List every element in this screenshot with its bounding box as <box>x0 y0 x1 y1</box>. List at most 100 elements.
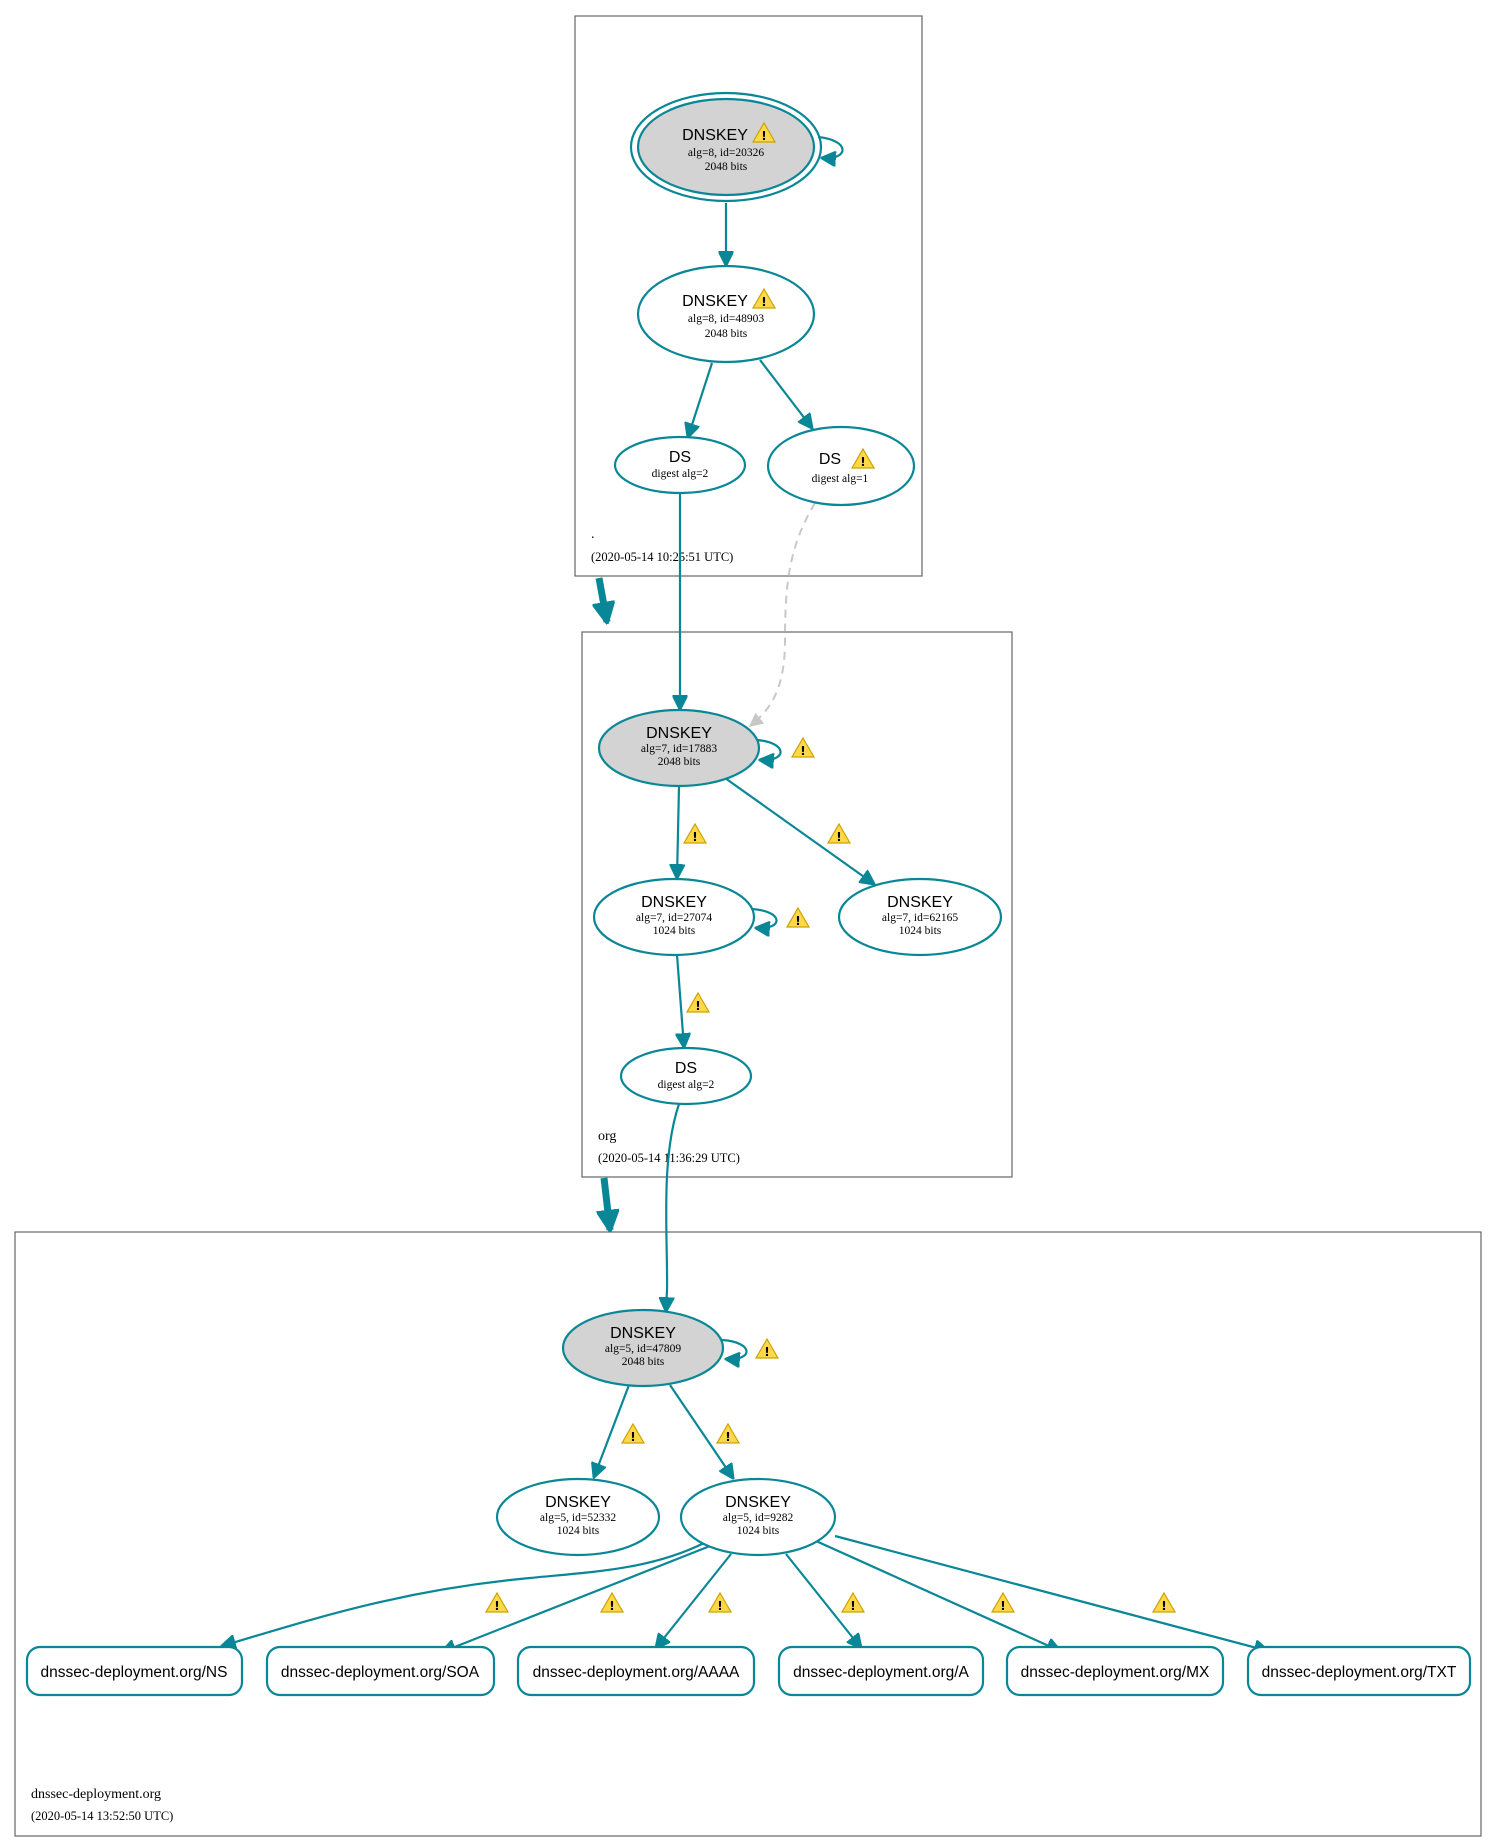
svg-text:!: ! <box>695 999 700 1013</box>
zone-name: . <box>591 527 595 542</box>
node-title: DNSKEY <box>682 127 748 144</box>
warning-icon: ! <box>1151 1591 1177 1613</box>
node-title: DNSKEY <box>545 1494 611 1511</box>
node-detail: alg=7, id=17883 <box>641 743 717 755</box>
edge-org-ds-to-dd-ksk <box>666 1103 681 1311</box>
warning-icon: ! <box>790 736 816 758</box>
node-detail: alg=7, id=62165 <box>882 912 958 924</box>
node-title: DNSKEY <box>646 725 712 742</box>
warning-icon: ! <box>599 1591 625 1613</box>
node-ellipse <box>636 97 816 197</box>
edge-dd-k2-to-a <box>785 1553 861 1648</box>
node-detail: alg=5, id=52332 <box>540 1512 616 1524</box>
root-ksk-node: DNSKEY alg=8, id=20326 2048 bits <box>629 91 823 203</box>
rrset-mx: dnssec-deployment.org/MX <box>1005 1645 1225 1697</box>
node-detail: digest alg=1 <box>812 473 869 485</box>
edge-root-zsk-to-ds2 <box>688 362 714 437</box>
edges <box>222 203 1268 1652</box>
node-title: DS <box>669 449 691 466</box>
rrset-box <box>1246 1645 1472 1697</box>
zone-root: . (2020-05-14 10:25:51 UTC) <box>574 15 923 577</box>
rrset-txt: dnssec-deployment.org/TXT <box>1246 1645 1472 1697</box>
node-title: DNSKEY <box>610 1325 676 1342</box>
node-title: DNSKEY <box>725 1494 791 1511</box>
svg-text:!: ! <box>725 1430 730 1444</box>
node-ellipse <box>679 1477 837 1557</box>
rrset-label: dnssec-deployment.org/A <box>793 1664 969 1681</box>
zone-box <box>14 1231 1482 1837</box>
warnings: ! ! ! ! ! ! ! ! ! ! ! ! ! ! ! ! ! <box>484 121 1177 1613</box>
warning-icon: ! <box>751 287 777 309</box>
rrset-ns: dnssec-deployment.org/NS <box>25 1645 244 1697</box>
rrset-soa: dnssec-deployment.org/SOA <box>265 1645 496 1697</box>
node-ellipse <box>597 708 761 788</box>
node-ellipse <box>766 425 916 507</box>
node-ellipse <box>837 877 1003 957</box>
delegation-arrow <box>604 1177 610 1230</box>
node-title: DS <box>675 1060 697 1077</box>
warning-icon: ! <box>707 1591 733 1613</box>
svg-text:!: ! <box>609 1599 614 1613</box>
org-zsk2-node: DNSKEY alg=7, id=62165 1024 bits <box>837 877 1003 957</box>
node-detail: alg=8, id=48903 <box>688 313 764 325</box>
svg-text:!: ! <box>860 455 865 469</box>
svg-text:!: ! <box>692 830 697 844</box>
org-ksk-node: DNSKEY alg=7, id=17883 2048 bits <box>597 708 761 788</box>
rrset-box <box>516 1645 756 1697</box>
rrset-label: dnssec-deployment.org/SOA <box>281 1664 480 1681</box>
zone-name: org <box>598 1129 616 1144</box>
node-detail: alg=8, id=20326 <box>688 147 764 159</box>
dd-ksk-node: DNSKEY alg=5, id=47809 2048 bits <box>561 1308 725 1388</box>
warning-icon: ! <box>826 822 852 844</box>
edge-dd-k2-to-ns <box>222 1542 705 1646</box>
node-detail: 2048 bits <box>622 1356 665 1368</box>
zone-timestamp: (2020-05-14 13:52:50 UTC) <box>31 1809 173 1823</box>
edge-dd-ksk-to-k1 <box>594 1384 631 1477</box>
edge-dd-k2-to-aaaa <box>656 1553 732 1648</box>
svg-text:!: ! <box>630 1430 635 1444</box>
node-detail: digest alg=2 <box>652 468 709 480</box>
warning-icon: ! <box>620 1422 646 1444</box>
edge-org-zsk1-to-ds <box>677 954 684 1047</box>
edge-org-ksk-to-zsk2 <box>724 777 874 884</box>
node-ellipse <box>561 1308 725 1388</box>
edge-dd-k2-to-mx <box>815 1539 1060 1651</box>
node-title: DNSKEY <box>887 894 953 911</box>
root-zsk-node: DNSKEY alg=8, id=48903 2048 bits <box>636 264 816 364</box>
node-detail: 1024 bits <box>737 1525 780 1537</box>
edge-root-zsk-to-ds1 <box>759 359 812 428</box>
node-detail: 2048 bits <box>705 161 748 173</box>
org-zsk1-node: DNSKEY alg=7, id=27074 1024 bits <box>592 877 756 957</box>
rrset-label: dnssec-deployment.org/TXT <box>1262 1664 1457 1681</box>
self-loop <box>721 1338 748 1359</box>
warning-icon: ! <box>754 1337 780 1359</box>
node-ellipse <box>613 435 747 495</box>
svg-text:!: ! <box>717 1599 722 1613</box>
warning-icon: ! <box>990 1591 1016 1613</box>
root-ds1-node: DS digest alg=1 <box>766 425 916 507</box>
node-title: DNSKEY <box>682 293 748 310</box>
svg-text:!: ! <box>761 295 766 309</box>
org-ds-node: DS digest alg=2 <box>619 1046 753 1106</box>
node-detail: 2048 bits <box>705 328 748 340</box>
svg-text:!: ! <box>795 914 800 928</box>
warning-icon: ! <box>715 1422 741 1444</box>
rrset-box <box>1005 1645 1225 1697</box>
rrset-box <box>777 1645 985 1697</box>
node-detail: alg=5, id=9282 <box>723 1512 794 1524</box>
delegation-arrow <box>599 577 607 622</box>
self-loops <box>721 135 844 1359</box>
zone-timestamp: (2020-05-14 10:25:51 UTC) <box>591 550 733 564</box>
edge-dd-k2-to-soa <box>442 1544 711 1652</box>
node-ellipse <box>592 877 756 957</box>
node-ellipse <box>636 264 816 364</box>
node-detail: 2048 bits <box>658 756 701 768</box>
zone-box <box>574 15 923 577</box>
svg-text:!: ! <box>836 830 841 844</box>
svg-text:!: ! <box>800 744 805 758</box>
node-detail: alg=5, id=47809 <box>605 1343 681 1355</box>
zone-name: dnssec-deployment.org <box>31 1787 161 1802</box>
node-detail: 1024 bits <box>557 1525 600 1537</box>
edge-org-ksk-to-zsk1 <box>677 785 679 878</box>
dd-k1-node: DNSKEY alg=5, id=52332 1024 bits <box>495 1477 661 1557</box>
